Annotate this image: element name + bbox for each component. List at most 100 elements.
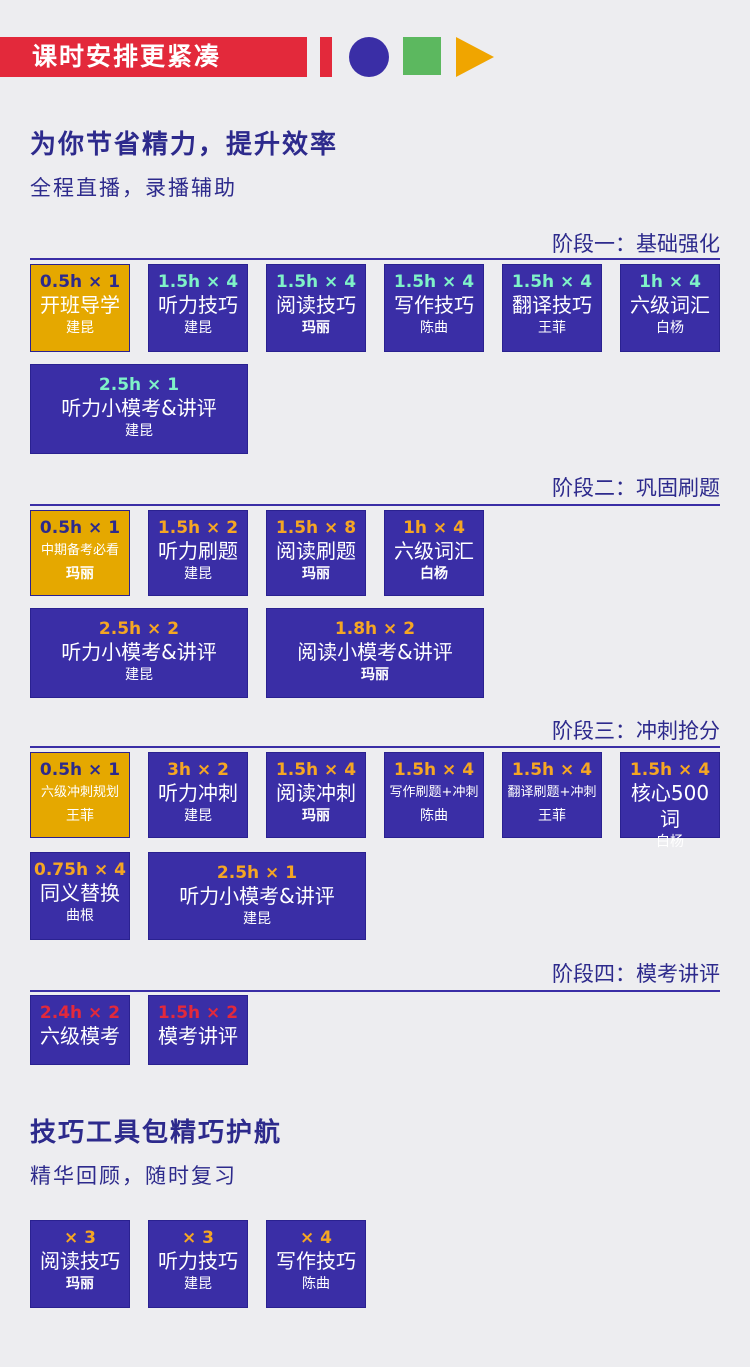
course-duration: 1h × 4 (639, 272, 701, 292)
course-cell: 1.8h × 2 阅读小模考&讲评 玛丽 (266, 608, 484, 698)
course-name: 翻译技巧 (512, 293, 592, 317)
course-duration: 1.5h × 4 (511, 760, 593, 780)
course-name: 听力小模考&讲评 (61, 396, 217, 420)
course-name: 听力冲刺 (158, 781, 238, 805)
course-teacher: 玛丽 (302, 320, 330, 336)
stage2-divider (30, 504, 720, 506)
course-teacher: 玛丽 (302, 566, 330, 582)
course-duration: 1.5h × 4 (275, 760, 357, 780)
course-duration: 1h × 4 (403, 518, 465, 538)
header-banner: 课时安排更紧凑 (0, 37, 307, 77)
course-name: 听力小模考&讲评 (179, 884, 335, 908)
course-cell: 1h × 4 六级词汇 白杨 (384, 510, 484, 596)
course-cell: 2.4h × 2 六级模考 (30, 995, 130, 1065)
toolkit-cell: × 4 写作技巧 陈曲 (266, 1220, 366, 1308)
stage3-divider (30, 746, 720, 748)
course-duration: 1.5h × 4 (511, 272, 593, 292)
course-name: 阅读刷题 (276, 539, 356, 563)
course-teacher: 玛丽 (302, 808, 330, 824)
course-cell: 1.5h × 4 翻译技巧 王菲 (502, 264, 602, 352)
course-duration: 1.5h × 4 (393, 760, 475, 780)
course-name: 中期备考必看 (40, 543, 119, 558)
course-duration: 2.5h × 1 (216, 863, 298, 883)
section2-subtitle: 精华回顾，随时复习 (30, 1164, 237, 1188)
course-duration: 1.5h × 4 (157, 272, 239, 292)
course-duration: 1.5h × 8 (275, 518, 357, 538)
course-teacher: 建昆 (184, 566, 212, 582)
stage1-divider (30, 258, 720, 260)
stage4-title: 阶段四：模考讲评 (552, 962, 720, 986)
course-teacher: 建昆 (125, 667, 153, 683)
course-teacher: 白杨 (656, 834, 684, 850)
course-teacher: 建昆 (243, 911, 271, 927)
toolkit-count: × 4 (300, 1228, 332, 1248)
toolkit-cell: × 3 听力技巧 建昆 (148, 1220, 248, 1308)
course-duration: 1.5h × 4 (629, 760, 711, 780)
course-cell: 1.5h × 4 阅读技巧 玛丽 (266, 264, 366, 352)
toolkit-teacher: 陈曲 (302, 1276, 330, 1292)
course-name: 听力技巧 (158, 293, 238, 317)
course-duration: 1.8h × 2 (334, 619, 416, 639)
course-name: 听力刷题 (158, 539, 238, 563)
course-name: 听力小模考&讲评 (61, 640, 217, 664)
course-cell: 0.75h × 4 同义替换 曲根 (30, 852, 130, 940)
triangle-play-icon (456, 37, 494, 77)
course-name: 核心500词 (630, 781, 710, 831)
course-name: 六级词汇 (630, 293, 710, 317)
course-name: 六级模考 (40, 1024, 120, 1048)
course-cell: 1.5h × 4 听力技巧 建昆 (148, 264, 248, 352)
square-shape-icon (403, 37, 441, 75)
toolkit-teacher: 建昆 (184, 1276, 212, 1292)
course-cell: 1.5h × 4 写作技巧 陈曲 (384, 264, 484, 352)
course-cell: 1.5h × 4 核心500词 白杨 (620, 752, 720, 850)
stage2-title: 阶段二：巩固刷题 (552, 476, 720, 500)
toolkit-count: × 3 (182, 1228, 214, 1248)
course-duration: 2.5h × 2 (98, 619, 180, 639)
section1-title: 为你节省精力，提升效率 (30, 130, 339, 160)
course-cell: 1.5h × 4 翻译刷题+冲刺 王菲 (502, 752, 602, 838)
section2-title: 技巧工具包精巧护航 (30, 1118, 283, 1148)
course-duration: 0.5h × 1 (39, 272, 121, 292)
course-duration: 0.75h × 4 (34, 860, 126, 880)
course-teacher: 曲根 (66, 908, 94, 924)
course-teacher: 王菲 (538, 808, 566, 824)
course-name: 写作技巧 (394, 293, 474, 317)
section1-subtitle: 全程直播，录播辅助 (30, 176, 237, 200)
course-duration: 1.5h × 2 (157, 518, 239, 538)
course-teacher: 王菲 (538, 320, 566, 336)
course-cell: 1.5h × 4 阅读冲刺 玛丽 (266, 752, 366, 838)
course-cell: 1.5h × 4 写作刷题+冲刺 陈曲 (384, 752, 484, 838)
course-cell: 2.5h × 1 听力小模考&讲评 建昆 (148, 852, 366, 940)
circle-shape-icon (349, 37, 389, 77)
toolkit-count: × 3 (64, 1228, 96, 1248)
course-name: 阅读技巧 (276, 293, 356, 317)
toolkit-teacher: 玛丽 (66, 1276, 94, 1292)
course-cell: 2.5h × 2 听力小模考&讲评 建昆 (30, 608, 248, 698)
course-duration: 1.5h × 4 (393, 272, 475, 292)
course-teacher: 建昆 (184, 808, 212, 824)
course-teacher: 陈曲 (420, 808, 448, 824)
course-teacher: 玛丽 (361, 667, 389, 683)
course-duration: 3h × 2 (167, 760, 229, 780)
course-duration: 2.4h × 2 (39, 1003, 121, 1023)
stage1-title: 阶段一：基础强化 (552, 232, 720, 256)
course-cell: 1.5h × 2 模考讲评 (148, 995, 248, 1065)
course-teacher: 王菲 (66, 808, 94, 824)
course-cell: 3h × 2 听力冲刺 建昆 (148, 752, 248, 838)
course-duration: 1.5h × 4 (275, 272, 357, 292)
course-name: 模考讲评 (158, 1024, 238, 1048)
course-cell: 0.5h × 1 中期备考必看 玛丽 (30, 510, 130, 596)
toolkit-name: 阅读技巧 (40, 1249, 120, 1273)
course-name: 阅读小模考&讲评 (297, 640, 453, 664)
course-teacher: 玛丽 (66, 566, 94, 582)
course-duration: 2.5h × 1 (98, 375, 180, 395)
course-name: 翻译刷题+冲刺 (507, 785, 597, 800)
course-teacher: 建昆 (184, 320, 212, 336)
toolkit-name: 写作技巧 (276, 1249, 356, 1273)
course-cell: 2.5h × 1 听力小模考&讲评 建昆 (30, 364, 248, 454)
course-teacher: 建昆 (125, 423, 153, 439)
course-teacher: 陈曲 (420, 320, 448, 336)
course-name: 六级词汇 (394, 539, 474, 563)
stage4-divider (30, 990, 720, 992)
course-duration: 0.5h × 1 (39, 760, 121, 780)
